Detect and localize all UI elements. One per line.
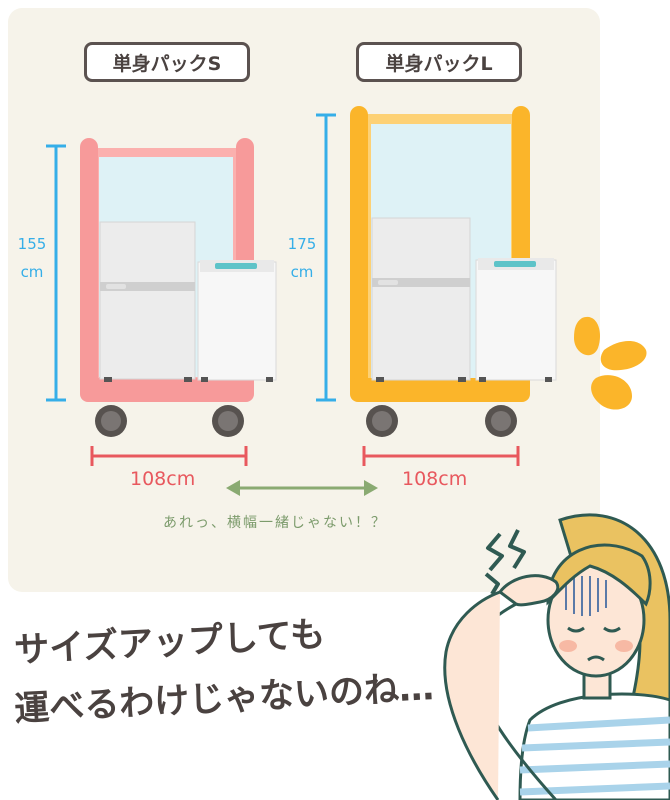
height-arrow-l xyxy=(316,113,336,402)
height-arrow-s xyxy=(46,144,66,402)
height-unit-l: cm xyxy=(290,263,314,281)
surprise-note: あれっ、横幅一緒じゃない！？ xyxy=(163,515,387,531)
width-arrow-l xyxy=(362,446,520,466)
compare-arrow-icon xyxy=(226,480,378,496)
pack-s-title: 単身パックS xyxy=(84,42,250,82)
height-unit-s: cm xyxy=(20,263,44,281)
fridge-icon xyxy=(371,217,471,382)
height-label-s: 155 cm xyxy=(12,230,52,286)
pack-l-title: 単身パックL xyxy=(356,42,522,82)
width-label-l: 108cm xyxy=(402,468,468,490)
worried-woman-illustration xyxy=(443,513,670,800)
pack-s-cart xyxy=(80,138,277,437)
fridge-icon xyxy=(99,221,196,382)
width-label-s: 108cm xyxy=(130,468,196,490)
pack-l-cart xyxy=(350,106,557,437)
height-value-s: 155 xyxy=(17,235,47,253)
width-arrow-s xyxy=(90,446,248,466)
sweat-drops-icon xyxy=(574,316,647,410)
washing-machine-icon xyxy=(475,258,557,382)
shock-lines-icon xyxy=(484,529,526,596)
height-value-l: 175 xyxy=(287,235,317,253)
washing-machine-icon xyxy=(197,260,277,382)
height-label-l: 175 cm xyxy=(282,230,322,286)
